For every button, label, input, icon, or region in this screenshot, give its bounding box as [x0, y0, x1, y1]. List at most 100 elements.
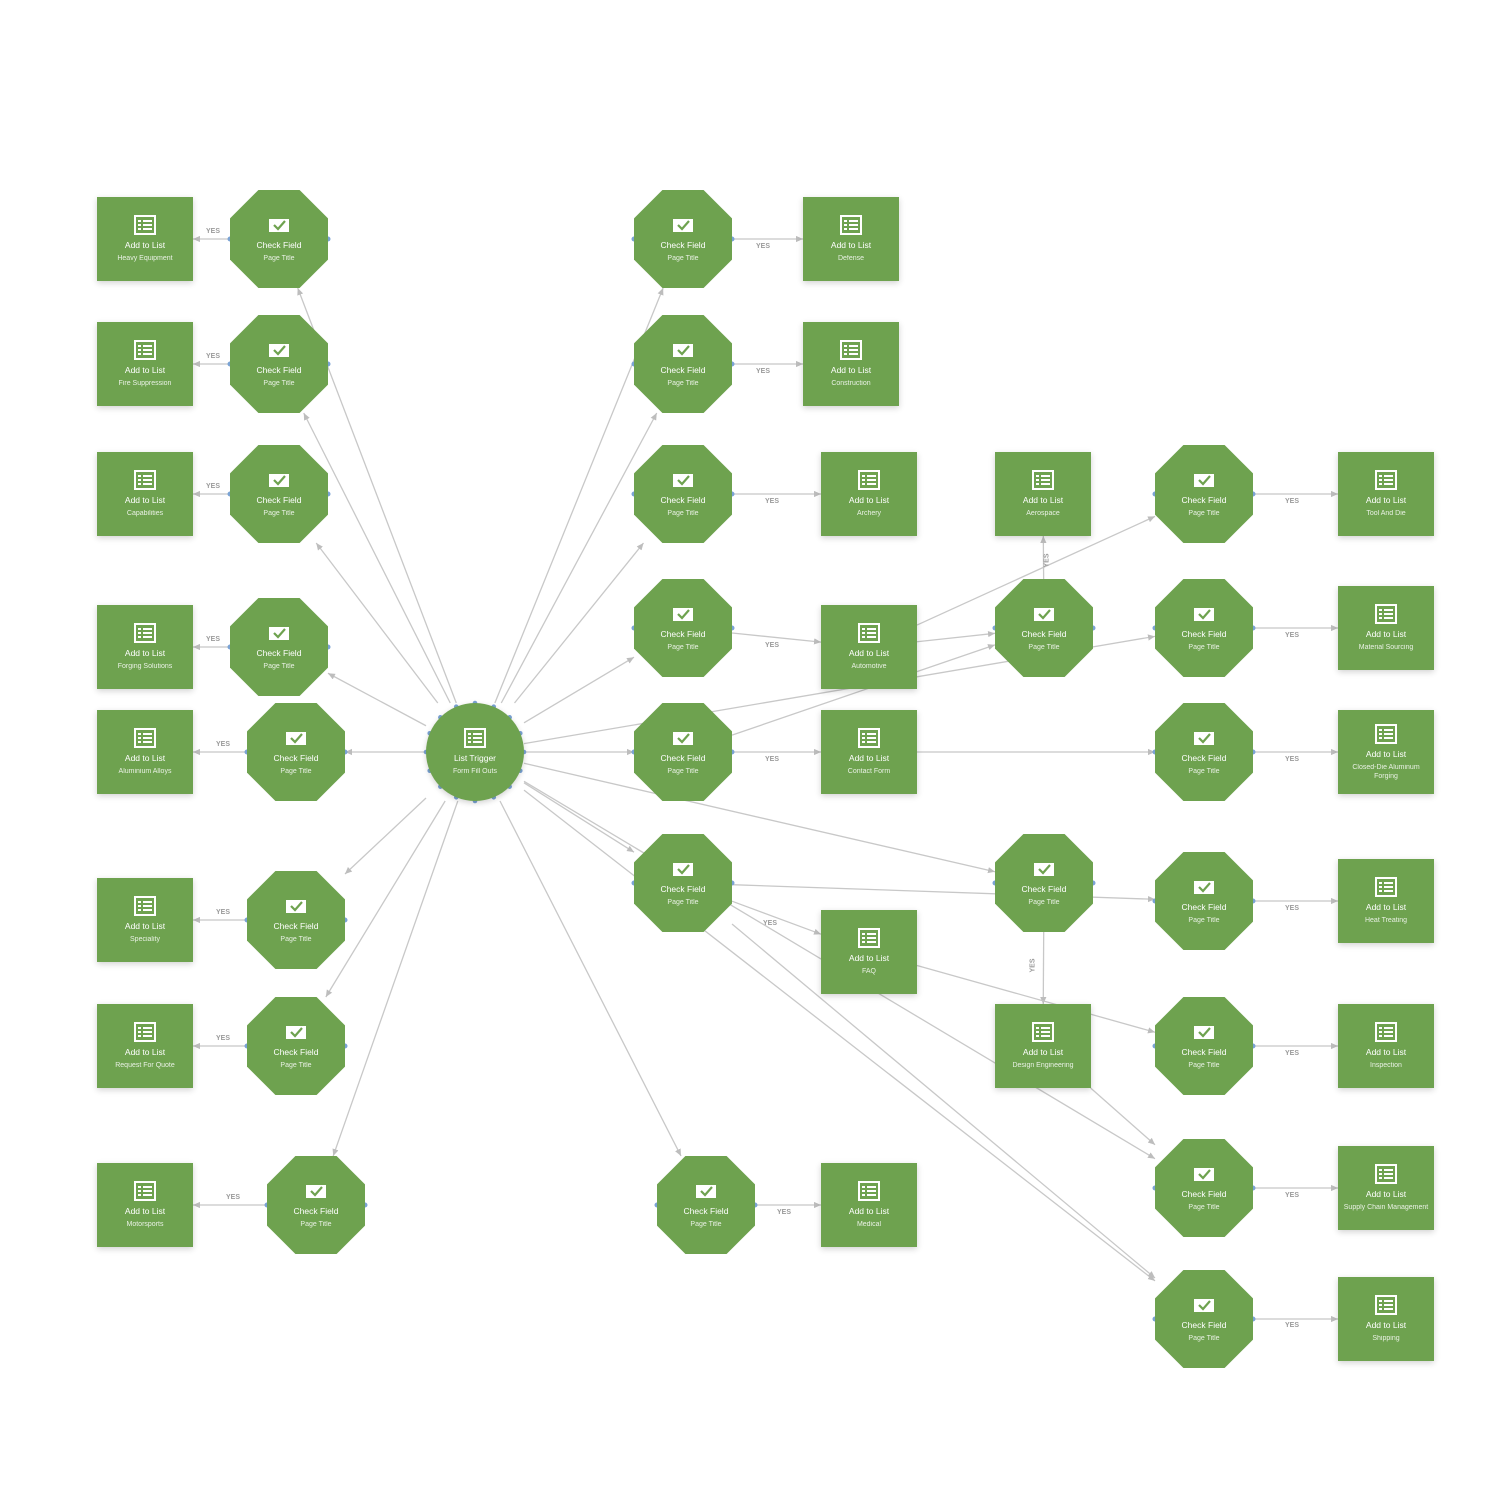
- check-envelope-icon: [286, 732, 306, 745]
- node-title: Check Field: [273, 753, 319, 763]
- list-icon: [858, 728, 880, 748]
- list-icon: [1375, 1164, 1397, 1184]
- node-title: Add to List: [1365, 495, 1407, 505]
- check-envelope-icon: [269, 474, 289, 487]
- node-title: Check Field: [256, 240, 302, 250]
- check-envelope-icon: [1034, 863, 1054, 876]
- trigger-connector: [327, 672, 427, 727]
- trigger-connector: [523, 782, 635, 853]
- check-envelope-icon: [1034, 608, 1054, 621]
- yes-label: YES: [206, 636, 221, 643]
- trigger-connector: [332, 800, 459, 1157]
- node-title: Add to List: [1365, 1320, 1407, 1330]
- node-title: Check Field: [683, 1206, 729, 1216]
- list-icon: [840, 215, 862, 235]
- check-envelope-icon: [1194, 1026, 1214, 1039]
- list-trigger-node[interactable]: List Trigger Form Fill Outs: [426, 703, 524, 801]
- list-icon: [840, 340, 862, 360]
- trigger-connector: [523, 656, 635, 724]
- node-title: Add to List: [1365, 1189, 1407, 1199]
- node-title: Add to List: [1022, 495, 1064, 505]
- check-envelope-icon: [286, 900, 306, 913]
- node-subtitle: Closed-Die Aluminum Forging: [1352, 763, 1420, 780]
- yes-label: YES: [1285, 1192, 1300, 1199]
- trigger-connector: [303, 412, 451, 704]
- node-subtitle: Heavy Equipment: [117, 255, 173, 262]
- yes-label: YES: [1285, 1322, 1300, 1329]
- node-subtitle: Page Title: [667, 644, 699, 651]
- node-title: Add to List: [1022, 1047, 1064, 1057]
- check-envelope-icon: [306, 1185, 326, 1198]
- node-subtitle: Page Title: [1188, 917, 1220, 924]
- yes-label: YES: [206, 353, 221, 360]
- node-title: Add to List: [848, 495, 890, 505]
- node-title: Add to List: [124, 1047, 166, 1057]
- node-title: Check Field: [660, 240, 706, 250]
- check-envelope-icon: [1194, 1299, 1214, 1312]
- connector-line: [916, 630, 996, 643]
- node-subtitle: Page Title: [1188, 1204, 1220, 1211]
- yes-label: YES: [1285, 756, 1300, 763]
- check-envelope-icon: [1194, 1168, 1214, 1181]
- yes-label: YES: [1285, 905, 1300, 912]
- node-title: Add to List: [830, 365, 872, 375]
- node-subtitle: Page Title: [667, 768, 699, 775]
- node-subtitle: Page Title: [263, 380, 295, 387]
- node-title: Check Field: [273, 1047, 319, 1057]
- yes-label: YES: [1043, 553, 1051, 568]
- yes-label: YES: [216, 1035, 231, 1042]
- node-subtitle: Capabilities: [126, 510, 164, 517]
- trigger-connector: [523, 762, 996, 874]
- node-title: Check Field: [660, 753, 706, 763]
- check-envelope-icon: [1194, 881, 1214, 894]
